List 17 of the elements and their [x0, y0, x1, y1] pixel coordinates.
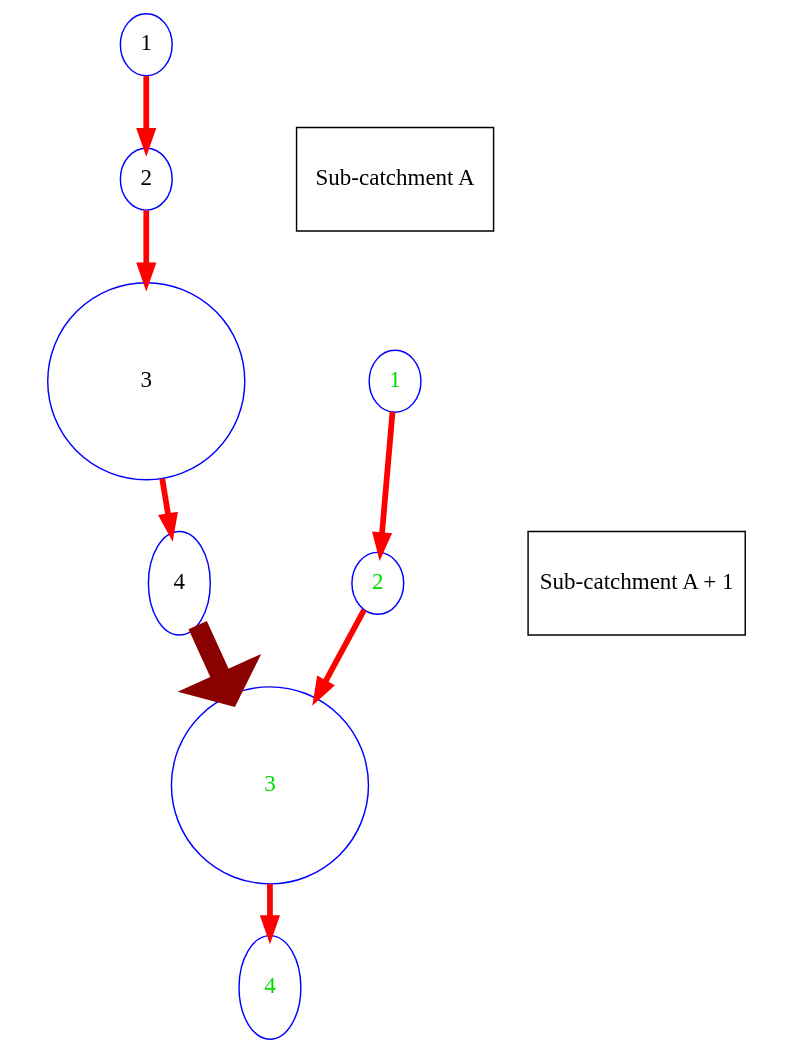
- arrow: [158, 478, 178, 542]
- arrow: [312, 608, 367, 706]
- arrow: [259, 884, 281, 945]
- arrow: [177, 620, 262, 707]
- arrow: [372, 411, 396, 562]
- node-box: Sub-catchment A: [295, 126, 495, 232]
- arrow: [136, 76, 157, 157]
- node-ellipse: 4: [238, 934, 302, 1040]
- node-ellipse: 4: [147, 530, 211, 636]
- node-ellipse: 1: [368, 349, 422, 413]
- node-ellipse: 2: [119, 147, 173, 211]
- node-circle: 3: [47, 282, 246, 481]
- node-circle: 3: [170, 686, 370, 885]
- node-box: Sub-catchment A + 1: [527, 530, 746, 636]
- arrow: [136, 210, 157, 292]
- node-ellipse: 2: [351, 551, 405, 615]
- node-ellipse: 1: [119, 13, 173, 77]
